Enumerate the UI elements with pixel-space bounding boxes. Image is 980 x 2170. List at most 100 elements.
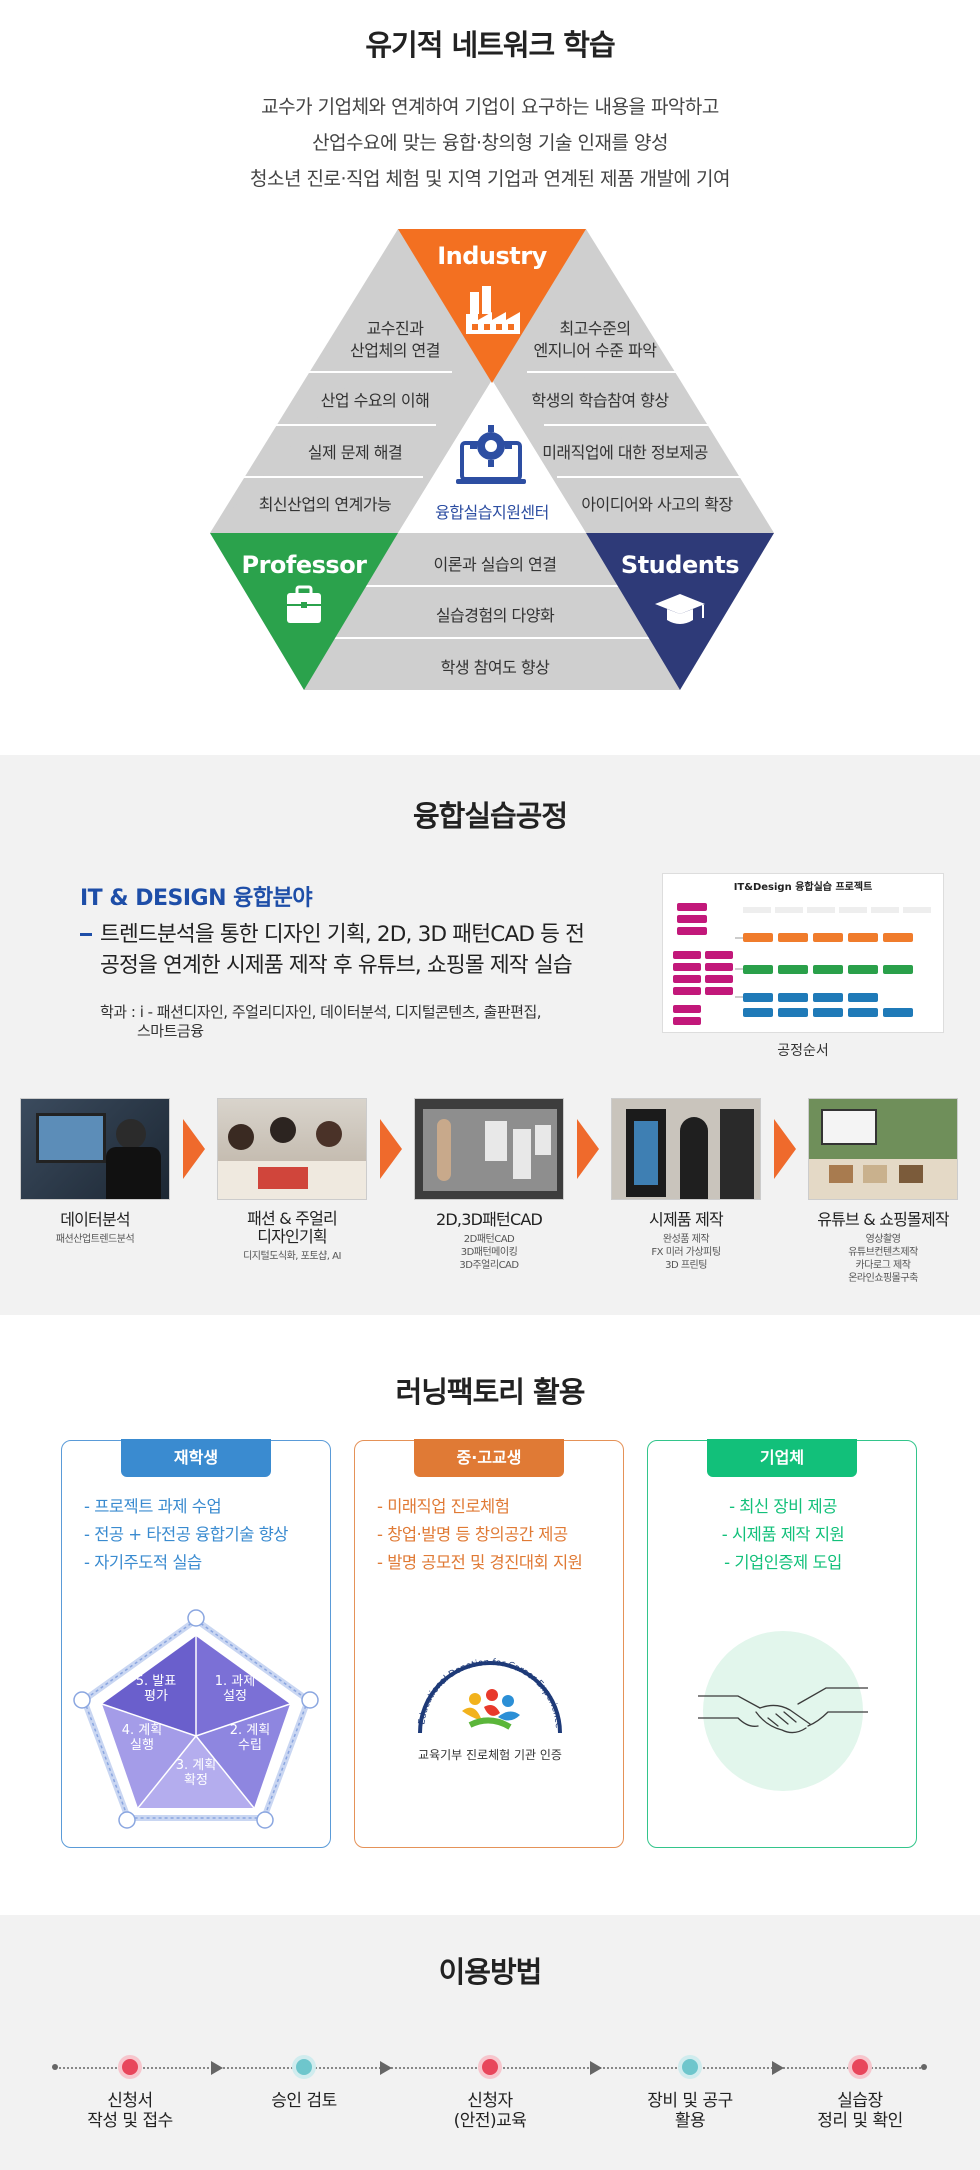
process-step-1: 데이터분석 패션산업트렌드분석	[20, 1098, 170, 1246]
students-label: Students	[620, 551, 740, 579]
process-step-5: 유튜브 & 쇼핑몰제작 영상촬영 유튜브컨텐츠제작 카다로그 제작 온라인쇼핑몰…	[808, 1098, 958, 1285]
card-item: - 최신 장비 제공	[729, 1497, 837, 1516]
timeline-dot	[852, 2059, 868, 2075]
arrow-right-icon	[183, 1119, 205, 1179]
step-title: 패션 & 주얼리 디자인기획	[247, 1209, 338, 1246]
step-label-3: 신청자 (안전)교육	[453, 2091, 527, 2131]
usage-method-section: 이용방법 신청서 작성 및 접수 승인 검토 신청자 (안전)교육 장비 및 공…	[0, 1915, 980, 2170]
step-desc: 2D패턴CAD 3D패턴메이킹 3D주얼리CAD	[459, 1234, 519, 1271]
dept-list: 학과 : i - 패션디자인, 주얼리디자인, 데이터분석, 디지털콘텐츠, 출…	[100, 1003, 542, 1041]
card-head: 기업체	[707, 1439, 857, 1477]
timeline-dot	[482, 2059, 498, 2075]
right-item-3: 미래직업에 대한 정보제공	[542, 443, 708, 462]
prototype-photo	[611, 1098, 761, 1200]
left-item-4: 최신산업의 연계가능	[258, 495, 392, 514]
timeline-start-dot	[52, 2064, 58, 2070]
card-item: - 전공 + 타전공 융합기술 향상	[84, 1525, 288, 1544]
process-diagram: IT&Design 융합실습 프로젝트	[662, 873, 944, 1033]
timeline-arrow-icon	[380, 2061, 392, 2075]
field-title: IT & DESIGN 융합분야	[80, 886, 313, 911]
step-label-1: 신청서 작성 및 접수	[87, 2091, 173, 2131]
step-desc: 영상촬영 유튜브컨텐츠제작 카다로그 제작 온라인쇼핑몰구축	[848, 1234, 918, 1284]
convergence-process-section: 융합실습공정 IT & DESIGN 융합분야 트렌드분석을 통한 디자인 기획…	[0, 755, 980, 1315]
step-label-2: 승인 검토	[271, 2091, 337, 2111]
industry-label: Industry	[437, 242, 547, 270]
middle-high-card: 중·고교생 - 미래직업 진로체험 - 창업·발명 등 창의공간 제공 - 발명…	[354, 1439, 625, 1848]
step-title: 데이터분석	[60, 1210, 130, 1229]
network-learning-section: 유기적 네트워크 학습 교수가 기업체와 연계하여 기업이 요구하는 내용을 파…	[0, 0, 980, 755]
cert-label: 교육기부 진로체험 기관 인증	[418, 1748, 562, 1762]
timeline-dot	[296, 2059, 312, 2075]
bottom-item-1: 이론과 실습의 연결	[433, 555, 557, 574]
card-item: - 프로젝트 과제 수업	[84, 1497, 222, 1516]
card-items: - 프로젝트 과제 수업 - 전공 + 타전공 융합기술 향상 - 자기주도적 …	[62, 1493, 332, 1577]
section-title: 유기적 네트워크 학습	[365, 28, 615, 62]
graduation-cap-icon	[655, 594, 705, 624]
card-head: 중·고교생	[414, 1439, 564, 1477]
bottom-item-3: 학생 참여도 향상	[440, 658, 550, 677]
left-item-2: 산업 수요의 이해	[320, 391, 430, 410]
pentagon-label-3: 3. 계획 확정	[175, 1758, 217, 1788]
pentagon-label-4: 4. 계획 실행	[121, 1723, 163, 1753]
card-item: - 미래직업 진로체험	[377, 1497, 510, 1516]
section-title: 러닝팩토리 활용	[395, 1375, 586, 1409]
briefcase-icon	[287, 585, 321, 623]
pentagon-cycle-diagram	[73, 1609, 319, 1829]
section-title: 융합실습공정	[412, 799, 568, 833]
youtube-shop-photo	[808, 1098, 958, 1200]
card-item: - 기업인증제 도입	[724, 1553, 842, 1572]
step-title: 유튜브 & 쇼핑몰제작	[817, 1210, 949, 1229]
industry-triangle	[398, 229, 586, 383]
dept-line-1: 학과 : i - 패션디자인, 주얼리디자인, 데이터분석, 디지털콘텐츠, 출…	[100, 1003, 542, 1021]
dept-line-2: 스마트금융	[137, 1022, 204, 1040]
timeline-dot	[122, 2059, 138, 2075]
intro-line-3: 청소년 진로·직업 체험 및 지역 기업과 연계된 제품 개발에 기여	[250, 168, 730, 190]
data-analysis-photo	[20, 1098, 170, 1200]
step-desc: 디지털도식화, 포토샵, AI	[243, 1251, 341, 1262]
left-item-3: 실제 문제 해결	[307, 443, 403, 462]
timeline-arrow-icon	[211, 2061, 223, 2075]
timeline-dot	[682, 2059, 698, 2075]
process-step-2: 패션 & 주얼리 디자인기획 디지털도식화, 포토샵, AI	[217, 1098, 367, 1263]
career-certification-logo: Educational Donation for Career Experien…	[417, 1658, 563, 1734]
step-label-5: 실습장 정리 및 확인	[817, 2091, 903, 2131]
card-item: - 자기주도적 실습	[84, 1553, 202, 1572]
step-desc: 패션산업트렌드분석	[55, 1234, 135, 1245]
gear-monitor-icon	[456, 425, 526, 484]
card-item: - 창업·발명 등 창의공간 제공	[377, 1525, 568, 1544]
pentagon-label-1: 1. 과제 설정	[214, 1674, 256, 1704]
step-desc: 완성품 제작 FX 미러 가상피팅 3D 프린팅	[651, 1234, 721, 1271]
left-item-1: 교수진과 산업체의 연결	[350, 319, 440, 360]
right-item-1: 최고수준의 엔지니어 수준 파악	[533, 319, 657, 360]
intro-line-2: 산업수요에 맞는 융합·창의형 기술 인재를 양성	[312, 132, 668, 154]
arrow-right-icon	[774, 1119, 796, 1179]
students-card: 재학생 - 프로젝트 과제 수업 - 전공 + 타전공 융합기술 향상 - 자기…	[61, 1439, 332, 1848]
description-line-1: 트렌드분석을 통한 디자인 기획, 2D, 3D 패턴CAD 등 전	[100, 922, 585, 947]
company-card: 기업체 - 최신 장비 제공 - 시제품 제작 지원 - 기업인증제 도입	[647, 1439, 918, 1848]
field-description: 트렌드분석을 통한 디자인 기획, 2D, 3D 패턴CAD 등 전 공정을 연…	[100, 919, 585, 981]
network-triangle-diagram	[205, 229, 774, 690]
process-step-4: 시제품 제작 완성품 제작 FX 미러 가상피팅 3D 프린팅	[611, 1098, 761, 1272]
right-item-4: 아이디어와 사고의 확장	[581, 495, 733, 514]
professor-label: Professor	[241, 551, 367, 579]
description-line-2: 공정을 연계한 시제품 제작 후 유튜브, 쇼핑몰 제작 실습	[100, 953, 573, 978]
center-label: 융합실습지원센터	[435, 503, 549, 522]
right-item-2: 학생의 학습참여 향상	[531, 391, 669, 410]
diagram-title: IT&Design 융합실습 프로젝트	[733, 882, 873, 893]
pentagon-label-5: 5. 발표 평가	[135, 1674, 177, 1704]
bottom-item-2: 실습경험의 다양화	[435, 606, 555, 625]
card-head: 재학생	[121, 1439, 271, 1477]
card-item: - 시제품 제작 지원	[721, 1525, 845, 1544]
card-items: - 미래직업 진로체험 - 창업·발명 등 창의공간 제공 - 발명 공모전 및…	[355, 1493, 625, 1577]
arrow-right-icon	[380, 1119, 402, 1179]
card-items: - 최신 장비 제공 - 시제품 제작 지원 - 기업인증제 도입	[648, 1493, 918, 1577]
learning-factory-section: 러닝팩토리 활용 재학생 - 프로젝트 과제 수업 - 전공 + 타전공 융합기…	[0, 1315, 980, 1915]
card-item: - 발명 공모전 및 경진대회 지원	[377, 1553, 583, 1572]
timeline-arrow-icon	[590, 2061, 602, 2075]
factory-icon	[466, 286, 520, 334]
timeline-end-dot	[921, 2064, 927, 2070]
section-title: 이용방법	[438, 1955, 543, 1989]
step-label-4: 장비 및 공구 활용	[647, 2091, 733, 2131]
timeline-arrow-icon	[772, 2061, 784, 2075]
dash-marker	[80, 933, 92, 936]
